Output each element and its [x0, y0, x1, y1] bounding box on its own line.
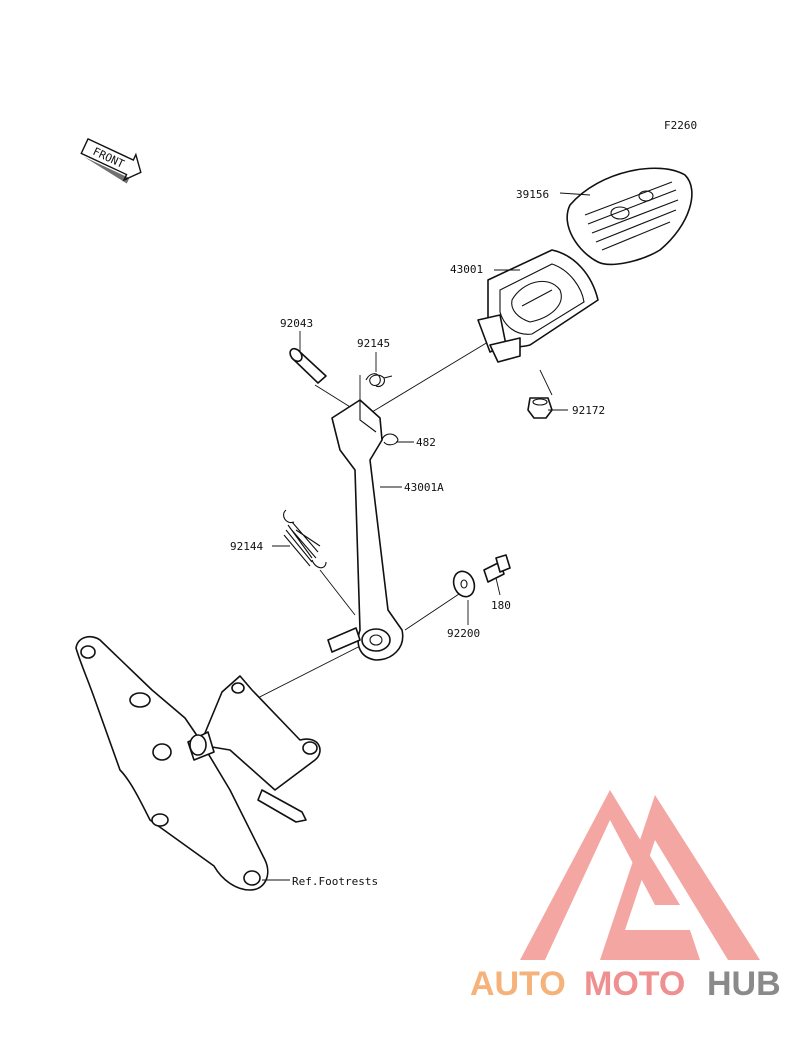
leader-lines — [262, 192, 591, 881]
part-label-92200: 92200 — [447, 627, 480, 640]
washer-92200 — [452, 570, 476, 598]
spring-92145 — [365, 373, 393, 388]
brake-pedal-step — [477, 249, 599, 363]
watermark-moto: MOTO — [584, 965, 685, 1003]
part-label-43001a: 43001A — [404, 481, 444, 494]
clip-482 — [381, 433, 399, 446]
reference-label: Ref.Footrests — [292, 875, 378, 888]
figure-code: F2260 — [664, 119, 697, 132]
part-label-92172: 92172 — [572, 404, 605, 417]
pedal-arm — [327, 399, 404, 661]
watermark-hub: HUB — [707, 965, 781, 1003]
bolt-180 — [483, 554, 511, 583]
part-label-482: 482 — [416, 436, 436, 449]
bolt-92172 — [527, 397, 553, 419]
watermark-text: AUTO MOTO HUB — [470, 965, 781, 1003]
footrest-bracket — [75, 635, 321, 891]
front-arrow-icon: FRONT — [80, 137, 142, 184]
spring-92144 — [283, 509, 327, 569]
part-label-92144: 92144 — [230, 540, 263, 553]
watermark-auto: AUTO — [470, 965, 566, 1003]
part-label-39156: 39156 — [516, 188, 549, 201]
part-label-92145: 92145 — [357, 337, 390, 350]
alignment-lines — [229, 341, 553, 713]
pedal-rubber-pad — [566, 167, 693, 266]
pin-92043 — [289, 347, 327, 384]
part-label-180: 180 — [491, 599, 511, 612]
part-label-43001: 43001 — [450, 263, 483, 276]
part-labels: 39156 43001 92043 92145 92172 482 43001A… — [230, 188, 605, 888]
part-label-92043: 92043 — [280, 317, 313, 330]
watermark-logo — [520, 790, 760, 960]
